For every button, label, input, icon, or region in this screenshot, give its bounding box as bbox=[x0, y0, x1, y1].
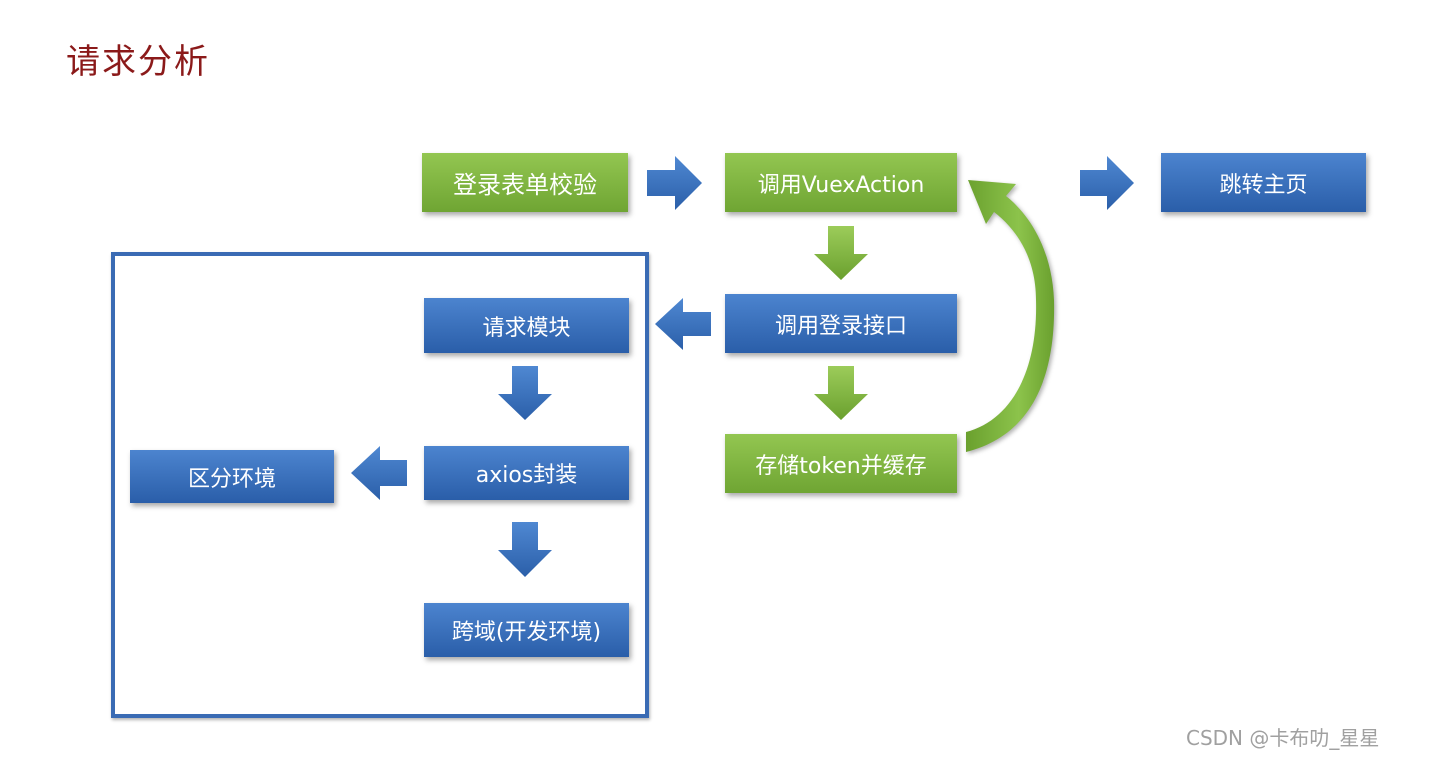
arrow-right-2 bbox=[1080, 156, 1134, 210]
call-vuex-action-node: 调用VuexAction bbox=[725, 153, 957, 212]
login-form-validation-node: 登录表单校验 bbox=[422, 153, 628, 212]
call-login-api-node: 调用登录接口 bbox=[725, 294, 957, 353]
request-module-node: 请求模块 bbox=[424, 298, 629, 353]
store-token-cache-node: 存储token并缓存 bbox=[725, 434, 957, 493]
arrow-left-2 bbox=[351, 446, 407, 500]
watermark: CSDN @卡布叻_星星 bbox=[1186, 726, 1380, 750]
arrow-right-1 bbox=[647, 156, 702, 210]
arrow-down-green-1 bbox=[814, 226, 868, 280]
arrow-left-1 bbox=[655, 298, 711, 350]
page-title: 请求分析 bbox=[66, 42, 210, 82]
axios-wrap-node: axios封装 bbox=[424, 446, 629, 500]
arrow-down-green-2 bbox=[814, 366, 868, 420]
curved-return-arrow bbox=[966, 180, 1055, 452]
distinguish-env-node: 区分环境 bbox=[130, 450, 334, 503]
request-module-group-frame bbox=[111, 252, 649, 718]
jump-home-node: 跳转主页 bbox=[1161, 153, 1366, 212]
arrow-down-blue-2 bbox=[498, 522, 552, 577]
arrow-down-blue-1 bbox=[498, 366, 552, 420]
cross-domain-node: 跨域(开发环境) bbox=[424, 603, 629, 657]
